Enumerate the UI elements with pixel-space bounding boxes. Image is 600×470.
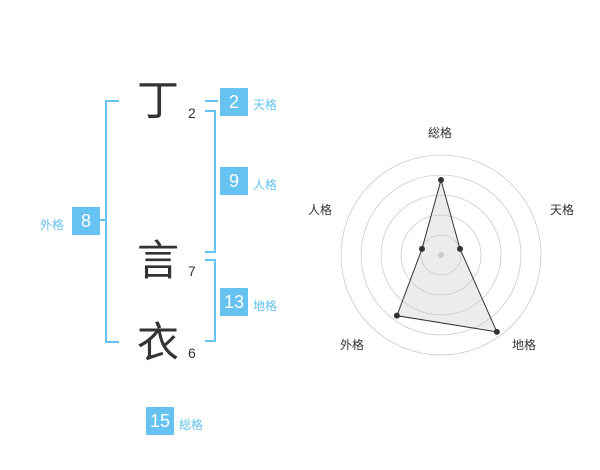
stroke-count-3: 6 [188, 345, 196, 361]
chikaku-value: 13 [220, 288, 248, 316]
radar-series [396, 178, 498, 333]
radar-point-1 [457, 245, 464, 252]
soukaku-label: 総格 [179, 418, 204, 432]
tenkaku-value: 2 [220, 88, 248, 116]
radar-chart [340, 154, 542, 356]
jinkaku-label: 人格 [253, 178, 278, 192]
gaikaku-value: 8 [72, 207, 100, 235]
radar-ring [340, 154, 542, 356]
radar-point-4 [418, 245, 425, 252]
tenkaku-label: 天格 [253, 98, 278, 112]
chikaku-label: 地格 [253, 299, 278, 313]
jinkaku-value: 9 [220, 167, 248, 195]
stroke-count-2: 7 [188, 263, 196, 279]
soukaku-value: 15 [146, 407, 174, 435]
radar-label-jinkaku: 人格 [308, 203, 333, 217]
outer-bracket [105, 100, 119, 343]
radar-ring [380, 194, 502, 316]
radar-point-0 [438, 177, 444, 183]
stroke-count-1: 2 [188, 105, 196, 121]
name-char-1: 丁 [137, 76, 180, 125]
chikaku-bracket [205, 259, 216, 342]
radar-label-gaikaku: 外格 [340, 338, 365, 352]
tenkaku-bracket [205, 100, 218, 102]
radar-ring [420, 234, 462, 276]
gaikaku-label: 外格 [40, 218, 65, 232]
radar-ring [400, 214, 482, 296]
jinkaku-bracket [205, 110, 216, 253]
radar-ring [360, 174, 522, 336]
radar-label-chikaku: 地格 [512, 338, 537, 352]
name-char-3: 衣 [137, 318, 180, 367]
radar-point-2 [493, 328, 500, 335]
name-char-2: 言 [137, 236, 180, 285]
radar-label-tenkaku: 天格 [550, 203, 575, 217]
radar-center [438, 252, 444, 258]
radar-point-3 [393, 312, 400, 319]
outer-bracket-tick [97, 219, 106, 221]
radar-label-soukaku: 総格 [428, 126, 453, 140]
